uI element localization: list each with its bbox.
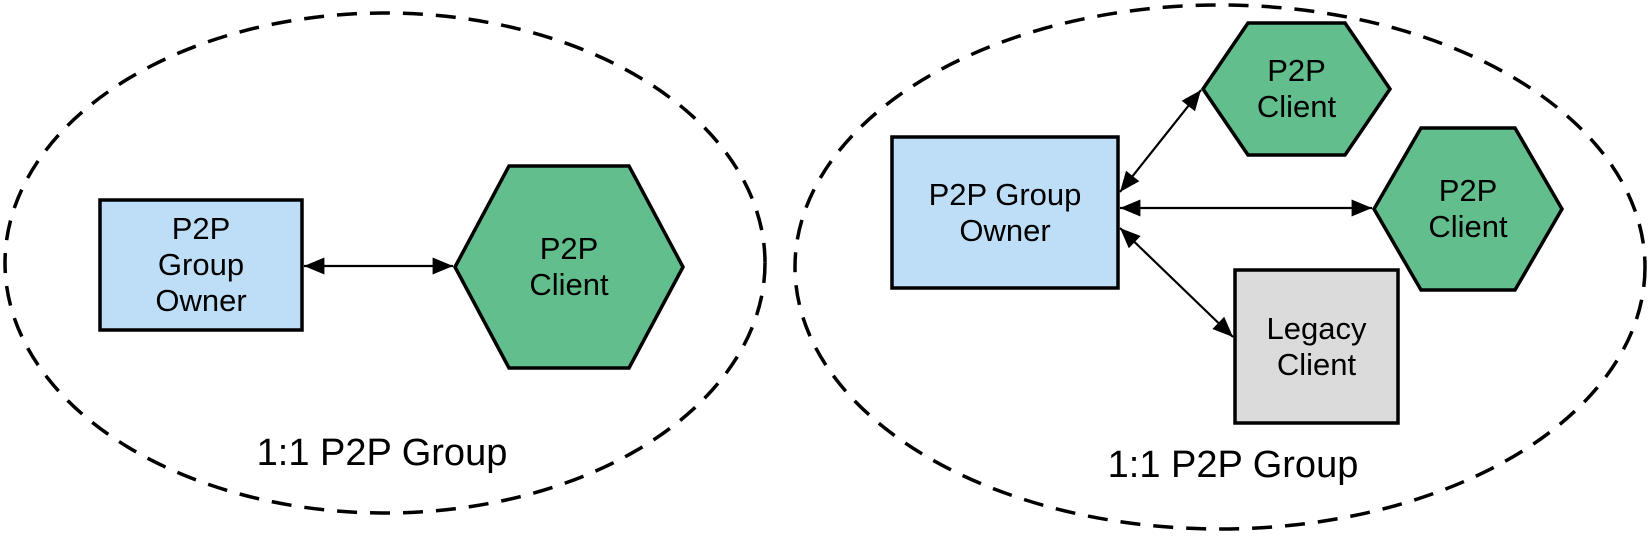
left-group-boundary-ellipse	[3, 11, 767, 515]
right-owner-box	[890, 135, 1120, 290]
right-group	[793, 3, 1647, 531]
right-client-right-hexagon	[1371, 126, 1565, 292]
right-owner-client-top-arrow	[1119, 89, 1202, 193]
right-group-boundary-ellipse	[793, 3, 1647, 531]
left-group	[3, 11, 767, 515]
left-owner-box	[98, 198, 304, 332]
right-owner-legacy-arrow	[1119, 227, 1234, 338]
right-client-top-hexagon	[1200, 21, 1393, 157]
right-legacy-box	[1233, 268, 1400, 425]
left-client-hexagon	[453, 164, 685, 370]
